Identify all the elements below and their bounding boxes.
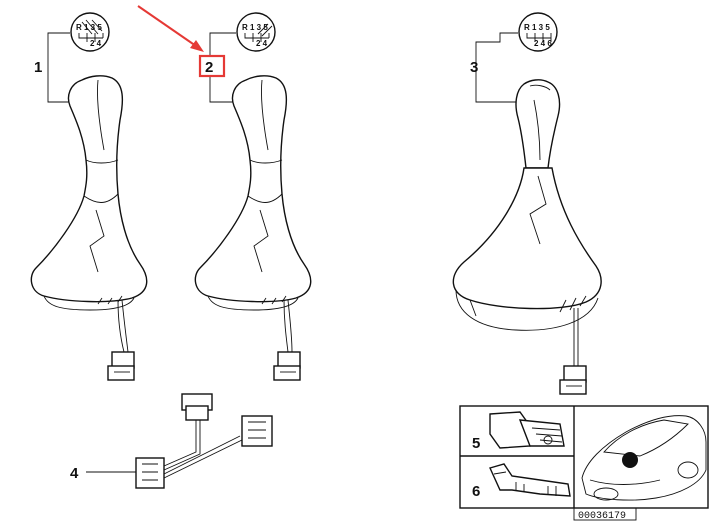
shift-pattern-disk-1: R 1 3 5 2 4 [70, 12, 110, 52]
location-dot-icon [622, 452, 638, 468]
part-2-shift-boot[interactable]: 2 R 1 3 5 2 4 [137, 5, 312, 381]
callout-6: 6 [472, 483, 480, 500]
part-4-left-connector [135, 457, 165, 489]
shift-bottom-1: 2 4 [90, 39, 102, 48]
shift-reverse-2: R [242, 23, 248, 32]
part-3-leader [475, 32, 518, 103]
part-4-right-connector [241, 415, 273, 447]
part-1-leader [47, 32, 70, 103]
part-6-terminal[interactable]: 6 [472, 463, 571, 500]
callout-4: 4 [70, 465, 79, 482]
part-2-knob [194, 75, 312, 303]
shift-bottom-2: 2 4 [256, 39, 268, 48]
car-silhouette [581, 415, 707, 501]
diagram-code-label: 00036179 [573, 507, 637, 522]
callout-3: 3 [470, 59, 478, 76]
shift-top-3: 1 3 5 [532, 23, 550, 32]
part-1-connector [107, 351, 135, 381]
part-2-connector [273, 351, 301, 381]
shift-reverse-3: R [524, 23, 530, 32]
callout-5: 5 [472, 435, 480, 452]
diagram-code: 00036179 [578, 511, 626, 522]
shift-bottom-3: 2 4 6 [534, 39, 552, 48]
part-3-shift-boot[interactable]: 3 R 1 3 5 2 4 6 [452, 12, 602, 395]
shift-top-1: 1 3 5 [84, 23, 102, 32]
part-4-switch [181, 393, 213, 421]
callout-2-highlight [198, 54, 226, 78]
shift-top-2: 1 3 5 [250, 23, 268, 32]
shift-pattern-disk-3: R 1 3 5 2 4 6 [518, 12, 558, 52]
callout-2: 2 [205, 59, 213, 76]
part-5-connector[interactable]: 5 [472, 411, 565, 452]
red-arrow-icon [137, 5, 204, 52]
shift-pattern-disk-2: R 1 3 5 2 4 [236, 12, 276, 52]
callout-1: 1 [34, 59, 42, 76]
part-1-knob [30, 75, 148, 303]
part-1-shift-boot[interactable]: 1 R 1 3 5 2 4 [30, 12, 148, 381]
shift-reverse-1: R [76, 23, 82, 32]
inset-panel: 5 6 [459, 405, 709, 509]
part-3-connector [559, 365, 587, 395]
part-4-wiring-harness[interactable]: 4 [70, 393, 273, 489]
part-3-boot [452, 167, 602, 310]
